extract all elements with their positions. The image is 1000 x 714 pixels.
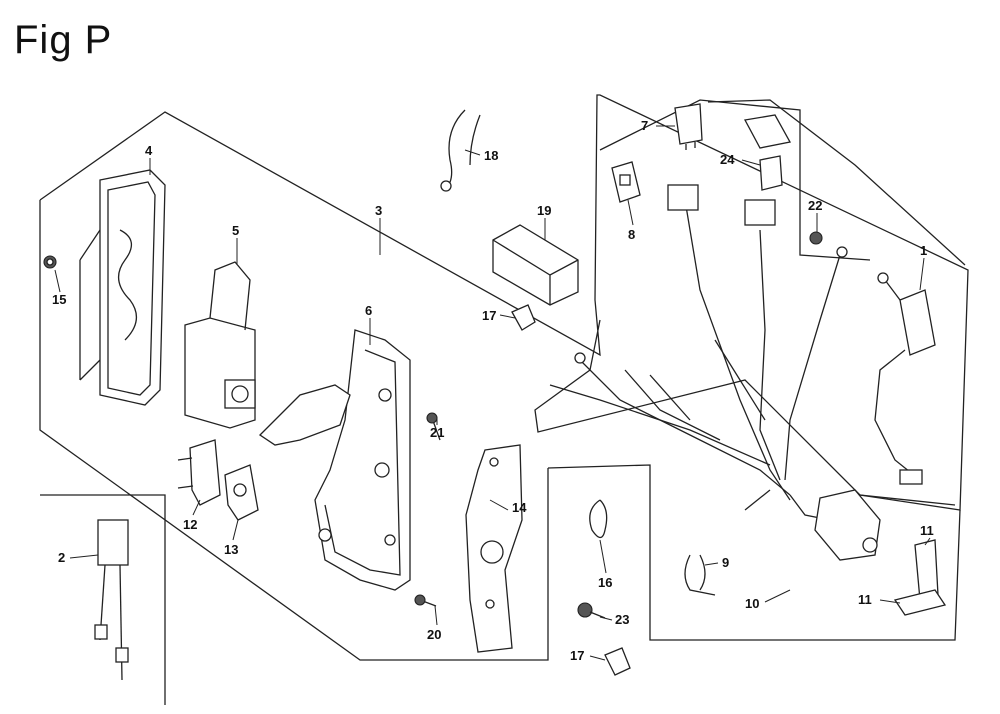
- callout-2: 2: [58, 550, 66, 565]
- callout-18: 18: [484, 148, 499, 163]
- group-outline-left: [39, 200, 549, 661]
- callout-11-upper: 11: [920, 523, 934, 538]
- part-12-switch: [177, 439, 221, 506]
- callout-11-lower: 11: [858, 592, 872, 607]
- callout-15: 15: [52, 292, 67, 307]
- part-9-clip: [684, 554, 716, 596]
- part-11-terminals: [893, 539, 947, 616]
- callout-16: 16: [598, 575, 613, 590]
- part-22-nut: [809, 231, 823, 245]
- callout-12: 12: [183, 517, 198, 532]
- group-outline-bottom: [547, 464, 961, 641]
- group-outline-panel: [39, 94, 969, 511]
- callout-23: 23: [615, 612, 630, 627]
- callout-9: 9: [722, 555, 730, 570]
- callout-3: 3: [375, 203, 383, 218]
- figure-title: Fig P: [14, 18, 113, 62]
- part-10-wire-harness: [549, 184, 881, 561]
- part-2-module: [94, 519, 129, 681]
- part-18-clip: [440, 109, 481, 192]
- part-6-control-panel: [258, 329, 411, 591]
- callout-20: 20: [427, 627, 442, 642]
- callout-24: 24: [720, 152, 735, 167]
- leader-lines: [54, 125, 931, 661]
- part-8-connector: [611, 161, 641, 203]
- group-outline-inner: [707, 99, 966, 266]
- callout-22: 22: [808, 198, 823, 213]
- part-24-fuse: [743, 114, 792, 191]
- part-20-screw: [414, 594, 437, 607]
- callout-21: 21: [430, 425, 445, 440]
- callout-17-upper: 17: [482, 308, 497, 323]
- part-13-receptacle: [224, 464, 259, 521]
- part-16-clamp: [589, 499, 608, 539]
- callout-1: 1: [920, 243, 928, 258]
- callout-17-lower: 17: [570, 648, 585, 663]
- callout-10: 10: [745, 596, 760, 611]
- part-17-clip-a: [511, 304, 536, 331]
- callout-13: 13: [224, 542, 239, 557]
- part-1-switch: [874, 272, 936, 485]
- part-15-screw: [43, 255, 57, 269]
- callout-6: 6: [365, 303, 373, 318]
- part-23-bolt: [577, 602, 606, 619]
- callout-19: 19: [537, 203, 552, 218]
- part-14-plate: [465, 444, 523, 653]
- callout-8: 8: [628, 227, 636, 242]
- callout-14: 14: [512, 500, 527, 515]
- part-19-box: [492, 224, 579, 306]
- callout-5: 5: [232, 223, 240, 238]
- callout-7: 7: [641, 118, 649, 133]
- part-4-cover: [79, 169, 166, 406]
- group-outline-harness: [599, 99, 871, 261]
- part-7-relay: [674, 103, 703, 150]
- callout-4: 4: [145, 143, 153, 158]
- part-21-screw: [426, 412, 441, 441]
- part-17-clip-b: [604, 647, 631, 676]
- part-5-bracket: [184, 261, 256, 429]
- group-outline-part2: [40, 494, 166, 705]
